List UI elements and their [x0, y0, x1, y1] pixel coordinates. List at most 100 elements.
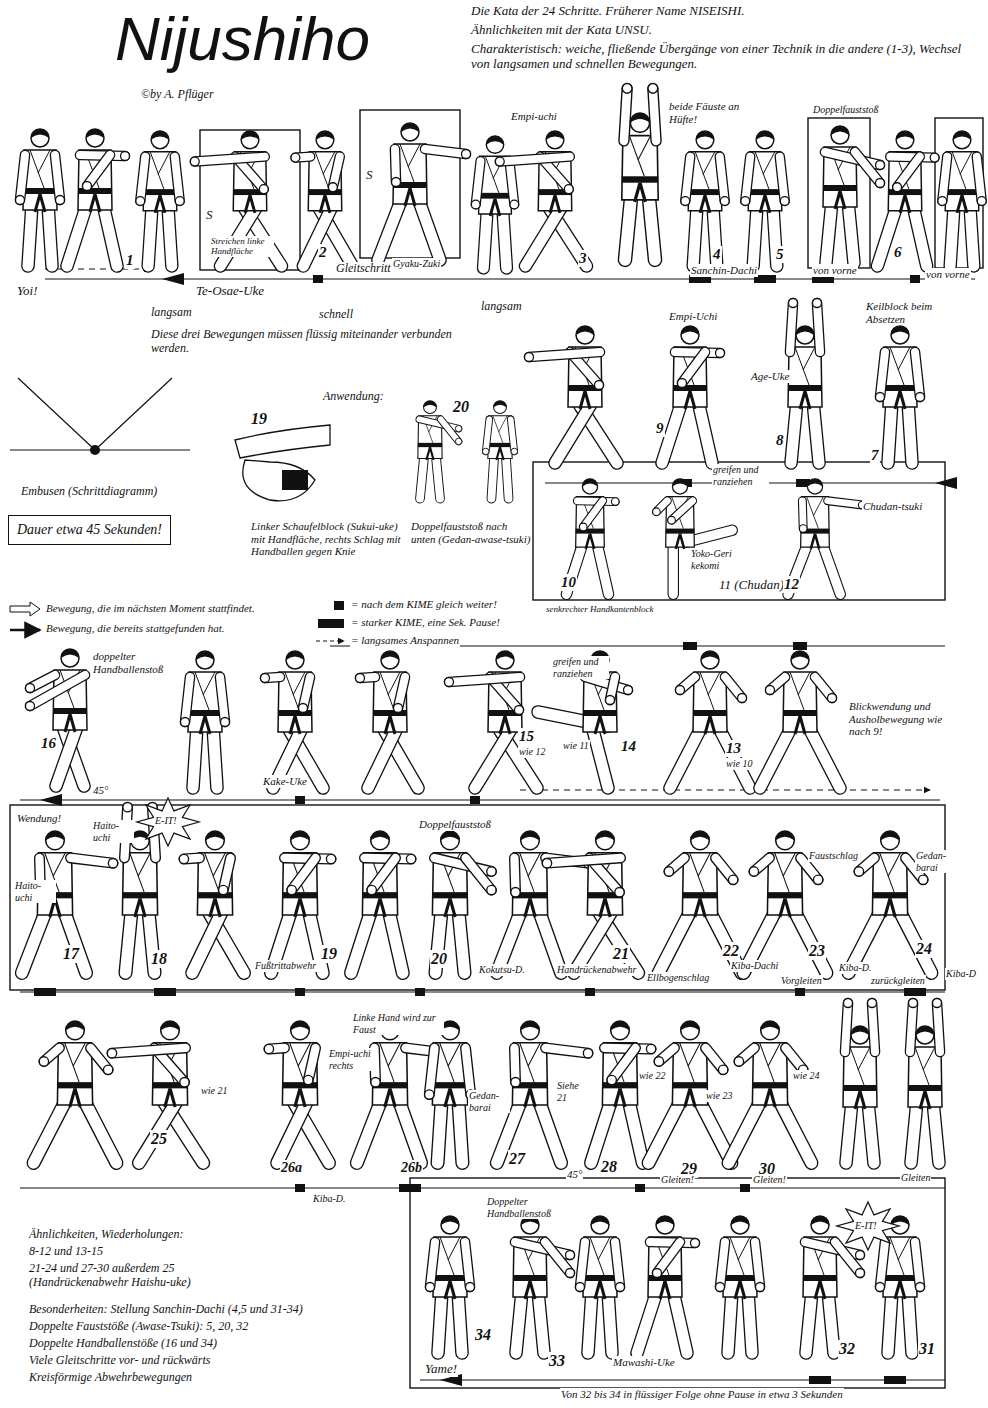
- belt-ends: [735, 1281, 745, 1299]
- limb: [430, 1242, 435, 1287]
- belt-ends: [135, 898, 145, 917]
- limb: [538, 1099, 561, 1163]
- title: Nijushiho: [115, 8, 370, 70]
- limb-outline: [555, 401, 593, 463]
- limb-outline: [897, 157, 920, 188]
- limb: [438, 1291, 442, 1353]
- legend-small-square: [334, 601, 344, 610]
- annotation: Mawashi-Uke: [612, 1356, 676, 1369]
- limb: [56, 724, 78, 786]
- annotation: Die Kata der 24 Schritte. Früherer Name …: [470, 4, 746, 19]
- fist: [664, 867, 673, 876]
- belt-ends: [200, 716, 210, 734]
- annotation: langsam: [150, 306, 193, 320]
- belt-ends: [385, 1088, 395, 1107]
- karateka-figure: [591, 1021, 656, 1163]
- limb-outline: [745, 157, 750, 201]
- kime-bar: [415, 988, 425, 996]
- fist: [668, 516, 676, 524]
- limb: [729, 1099, 762, 1163]
- fist: [734, 1057, 743, 1066]
- callout-number: 19: [250, 410, 268, 428]
- fist: [107, 1048, 116, 1057]
- embusen-line: [18, 378, 95, 450]
- annotation: 21-24 und 27-30 außerdem 25 (Handrückena…: [28, 1262, 270, 1290]
- belt-ends: [600, 898, 610, 917]
- limb: [429, 1048, 434, 1095]
- fist: [462, 150, 471, 159]
- limb-outline: [357, 1099, 382, 1163]
- annotation: Gedan-barai: [468, 1090, 510, 1113]
- annotation: Yame!: [424, 1362, 458, 1377]
- belt-ends: [676, 534, 684, 549]
- limb: [185, 677, 190, 722]
- karateka-figure: [291, 131, 353, 266]
- gi-lapel: [775, 853, 796, 892]
- limb-outline: [910, 1003, 913, 1052]
- limb: [908, 401, 912, 463]
- hair: [486, 136, 503, 145]
- limb-outline: [292, 858, 316, 890]
- note-box: Dauer etwa 45 Sekunden!: [8, 515, 171, 545]
- annotation: Doppelfauststoß: [812, 104, 880, 116]
- callout-number: 34: [474, 1326, 492, 1344]
- annotation: Charakteristisch: weiche, fließende Über…: [470, 42, 982, 72]
- fist: [856, 1251, 865, 1260]
- belt-ends: [290, 716, 300, 734]
- kime-bar: [585, 988, 595, 996]
- limb: [465, 1242, 470, 1287]
- annotation: Gleiten!: [660, 1174, 695, 1186]
- belt-ends: [685, 391, 695, 409]
- annotation: S: [205, 208, 214, 223]
- limb: [868, 1101, 874, 1163]
- limb: [880, 352, 885, 397]
- limb: [608, 1291, 612, 1353]
- limb: [213, 726, 217, 788]
- annotation: Kiba-Dachi: [730, 960, 779, 972]
- legend-text: = langsames Anspannen: [351, 634, 459, 646]
- head: [241, 131, 259, 149]
- limb-outline: [476, 161, 481, 204]
- limb-outline: [729, 1099, 762, 1163]
- belt-ends: [760, 195, 770, 213]
- belt-ends: [65, 714, 75, 732]
- fist: [83, 182, 92, 191]
- belt-ends: [525, 1088, 535, 1107]
- gi-lapel: [695, 152, 715, 189]
- annotation: 8-12 und 13-15: [28, 1245, 104, 1259]
- limb-outline: [28, 204, 32, 266]
- limb-outline: [284, 858, 331, 859]
- fist: [26, 702, 35, 711]
- karateka-figure: [513, 1216, 575, 1353]
- belt-ends: [705, 716, 715, 734]
- fist: [180, 1077, 189, 1086]
- belt-ends: [615, 1088, 625, 1107]
- limb-outline: [826, 201, 832, 263]
- limb-outline: [670, 726, 702, 788]
- hair: [496, 651, 514, 660]
- limb-outline: [817, 303, 820, 352]
- belt-ends: [375, 898, 385, 917]
- fist: [221, 718, 230, 727]
- callout-number: 19: [320, 945, 338, 963]
- karateka-figure: [653, 479, 733, 594]
- annotation: Diese drei Bewegungen müssen flüssig mit…: [150, 328, 492, 356]
- fist: [653, 1269, 662, 1278]
- kime-bar: [295, 1184, 305, 1192]
- callout-number: 8: [775, 432, 785, 449]
- limb: [284, 858, 331, 859]
- limb-outline: [675, 352, 720, 353]
- limb-outline: [597, 542, 609, 594]
- limb-outline: [822, 542, 841, 594]
- limb-outline: [780, 157, 785, 201]
- head: [811, 1216, 829, 1234]
- karateka-figure: [662, 326, 725, 463]
- limb-outline: [213, 726, 217, 788]
- limb-outline: [458, 909, 464, 973]
- black-belt: [783, 710, 817, 716]
- limb: [970, 205, 974, 266]
- fist: [564, 185, 573, 194]
- hair: [916, 1026, 934, 1035]
- limb-outline: [303, 205, 333, 266]
- kime-bar: [399, 1184, 421, 1192]
